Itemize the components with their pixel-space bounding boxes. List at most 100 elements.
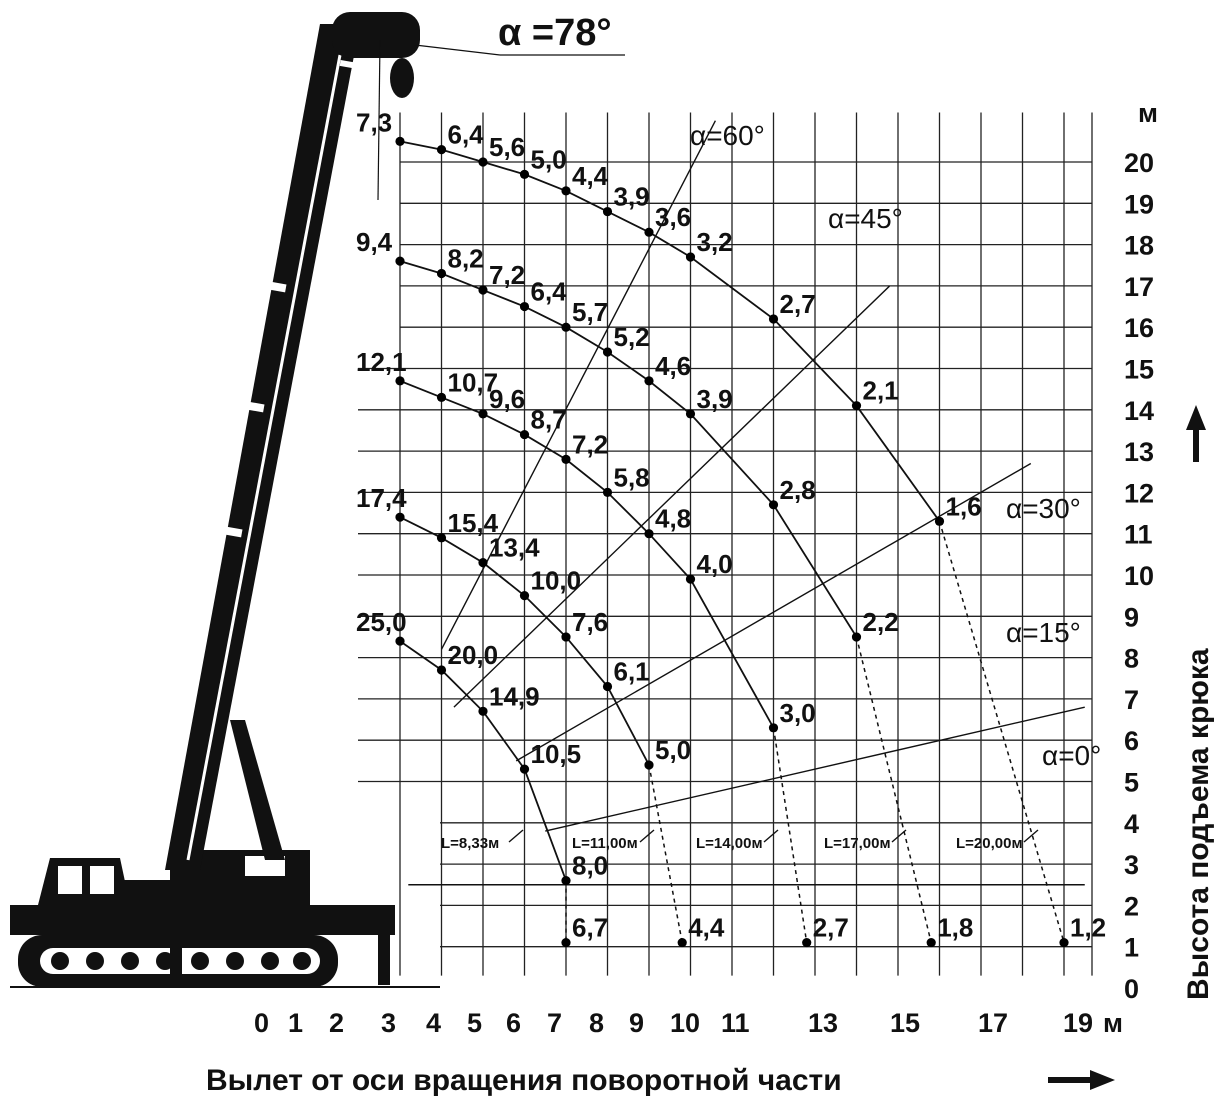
angle-label: α=30°: [1006, 493, 1081, 524]
data-point: [436, 665, 447, 675]
x-tick-label: 17: [978, 1008, 1008, 1038]
angle-line: [453, 285, 891, 708]
data-label: 8,7: [531, 405, 567, 435]
data-point: [395, 256, 405, 266]
data-point: [644, 227, 654, 237]
angle-label: α=0°: [1042, 740, 1101, 771]
x-tick-label: 1: [288, 1008, 303, 1038]
x-axis-title: Вылет от оси вращения поворотной части: [206, 1064, 842, 1097]
boom-length-leader: [508, 829, 524, 843]
data-point: [602, 681, 613, 692]
crane-illustration: [10, 12, 625, 988]
data-label: 10,0: [531, 566, 582, 596]
boom-length-label: L=14,00м: [696, 835, 763, 852]
angle-label: α=45°: [828, 203, 903, 234]
load-curve-dashed: [938, 521, 1065, 943]
x-arrow: [1048, 1070, 1115, 1090]
data-label: 9,4: [356, 227, 393, 257]
data-label: 9,6: [489, 384, 525, 414]
data-point: [644, 760, 654, 770]
data-label: 5,7: [572, 297, 608, 327]
data-label: 6,7: [572, 913, 608, 943]
data-label: 2,7: [780, 289, 816, 319]
y-tick-label: 9: [1124, 602, 1139, 632]
data-point: [644, 376, 654, 386]
angle-label: α=15°: [1006, 617, 1081, 648]
data-point: [685, 252, 696, 262]
data-point: [851, 401, 862, 411]
data-point: [395, 376, 405, 386]
data-label: 3,2: [697, 227, 733, 257]
data-point: [561, 632, 571, 642]
data-label: 3,6: [655, 202, 691, 232]
load-curve-dashed: [855, 636, 932, 943]
boom-length-label: L=11,00м: [572, 835, 638, 852]
load-curve: [399, 260, 858, 638]
y-tick-label: 20: [1124, 148, 1154, 178]
x-tick-label: 11: [721, 1008, 750, 1038]
crane-body: [10, 905, 395, 935]
chart-marks: 25,020,014,910,58,06,7L=8,33м17,415,413,…: [356, 107, 1106, 948]
data-point: [1059, 937, 1069, 948]
data-point: [561, 876, 571, 886]
y-tick-label: 7: [1124, 685, 1139, 715]
y-tick-label: 2: [1124, 891, 1139, 921]
y-tick-label: 12: [1124, 478, 1154, 508]
y-unit: м: [1138, 98, 1158, 128]
data-label: 10,5: [531, 739, 582, 769]
data-label: 14,9: [489, 681, 540, 711]
y-tick-label: 18: [1124, 231, 1154, 261]
load-curve-dashed: [648, 764, 683, 943]
data-point: [768, 723, 779, 733]
data-label: 2,8: [780, 475, 816, 505]
data-point: [677, 937, 687, 948]
y-tick-label: 3: [1124, 850, 1139, 880]
chart-text: α =78° м м Вылет от оси вращения поворот…: [206, 12, 1215, 1097]
y-tick-label: 8: [1124, 644, 1139, 674]
y-tick-label: 16: [1124, 313, 1154, 343]
boom-head: [332, 12, 420, 58]
load-curve-dashed: [772, 727, 808, 943]
boom: [165, 24, 360, 870]
x-tick-label: 10: [670, 1008, 700, 1038]
data-label: 15,4: [448, 508, 499, 538]
data-label: 6,4: [448, 120, 485, 150]
data-label: 17,4: [356, 483, 407, 513]
data-point: [644, 529, 654, 539]
load-curve: [399, 140, 941, 522]
y-tick-label: 13: [1124, 437, 1154, 467]
data-point: [602, 487, 613, 497]
data-point: [436, 268, 447, 279]
data-point: [602, 347, 613, 357]
data-point: [519, 764, 530, 774]
top-angle-label: α =78°: [498, 12, 612, 54]
data-point: [802, 937, 812, 948]
y-tick-label: 6: [1124, 726, 1139, 756]
data-label: 6,1: [614, 657, 650, 687]
data-label: 3,9: [697, 384, 733, 414]
x-tick-label: 0: [254, 1008, 269, 1038]
data-label: 25,0: [356, 607, 407, 637]
y-tick-label: 0: [1124, 974, 1139, 1004]
data-point: [561, 454, 571, 464]
data-label: 1,2: [1070, 913, 1106, 943]
data-label: 7,6: [572, 607, 608, 637]
boom-length-label: L=17,00м: [824, 835, 891, 852]
outrigger: [378, 915, 390, 985]
data-point: [685, 409, 696, 419]
y-tick-label: 4: [1124, 809, 1139, 839]
data-point: [519, 169, 530, 179]
data-label: 2,7: [813, 913, 849, 943]
data-point: [768, 314, 779, 324]
y-tick-label: 17: [1124, 272, 1154, 302]
data-label: 3,9: [614, 182, 650, 212]
data-point: [519, 301, 530, 312]
x-tick-label: 6: [506, 1008, 521, 1038]
data-point: [478, 157, 488, 167]
x-tick-label: 9: [629, 1008, 644, 1038]
data-label: 5,6: [489, 132, 525, 162]
data-label: 10,7: [448, 367, 499, 397]
data-label: 5,2: [614, 322, 650, 352]
y-tick-label: 10: [1124, 561, 1154, 591]
